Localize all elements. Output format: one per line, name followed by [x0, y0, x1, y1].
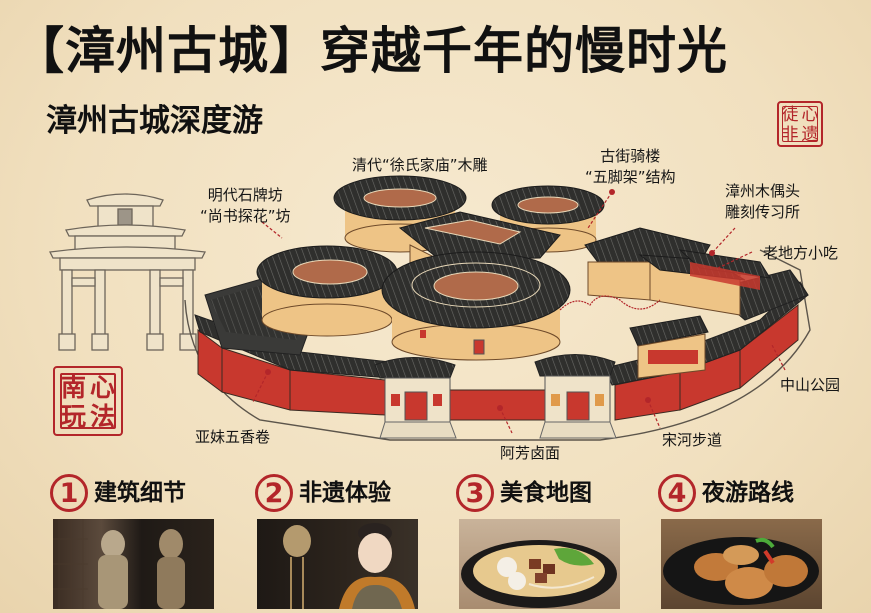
section-architecture[interactable]: 1 建筑细节 — [50, 474, 186, 512]
noodle-bowl-icon — [461, 540, 617, 608]
label-line: 阿芳卤面 — [500, 444, 561, 462]
photo-puppet-heads — [257, 519, 418, 609]
label-line: 老地方小吃 — [763, 244, 839, 262]
puppet-heads-icon — [283, 523, 415, 609]
right-building-cluster — [584, 227, 771, 379]
label-line: 漳州木偶头 — [725, 182, 801, 200]
map-label-old-snacks: 老地方小吃 — [763, 243, 838, 264]
label-line: 古街骑楼 — [600, 147, 661, 165]
map-label-zhongshan-park: 中山公园 — [780, 375, 840, 396]
map-label-ming-archway: 明代石牌坊 “尚书探花”坊 — [200, 185, 291, 227]
label-line: 雕刻传习所 — [725, 203, 801, 221]
number-badge-icon: 3 — [456, 474, 494, 512]
label-line: 亚妹五香卷 — [195, 428, 271, 446]
label-line: “五脚架”结构 — [585, 168, 676, 186]
seal-char: 玩 — [60, 402, 86, 431]
seal-stamp-heritage: 徒 心 非 遗 — [777, 101, 823, 147]
city-wall — [197, 303, 799, 421]
label-line: 中山公园 — [780, 376, 841, 394]
carved-figures-icon — [53, 519, 185, 609]
label-line: 明代石牌坊 — [207, 186, 283, 204]
label-line: 宋河步道 — [662, 431, 723, 449]
tulou-central — [381, 251, 571, 361]
label-line: “尚书探花”坊 — [200, 207, 291, 225]
seal-char: 心 — [89, 373, 115, 402]
seal-char: 南 — [60, 373, 86, 402]
section-label: 建筑细节 — [94, 479, 186, 506]
number-badge-icon: 1 — [50, 474, 88, 512]
section-label: 非遗体验 — [299, 479, 391, 506]
page-title: 【漳州古城】穿越千年的慢时光 — [14, 22, 728, 80]
tulou-front-left — [256, 245, 398, 337]
number-badge-icon: 4 — [658, 474, 696, 512]
map-label-puppet-carving: 漳州木偶头 雕刻传习所 — [725, 181, 800, 223]
page-subtitle: 漳州古城深度游 — [46, 103, 263, 139]
map-label-songhe-walk: 宋河步道 — [662, 430, 722, 451]
section-heritage[interactable]: 2 非遗体验 — [255, 474, 391, 512]
city-gate — [374, 354, 617, 439]
fried-shrimp-icon — [663, 537, 819, 605]
map-label-qilou: 古街骑楼 “五脚架”结构 — [585, 146, 676, 188]
photo-wood-carved-figures — [53, 519, 214, 609]
section-food-map[interactable]: 3 美食地图 — [456, 474, 592, 512]
tulou-back-left — [333, 175, 467, 253]
section-night-tour[interactable]: 4 夜游路线 — [658, 474, 794, 512]
section-label: 夜游路线 — [702, 479, 794, 506]
photo-braised-noodle-claypot — [459, 519, 620, 609]
seal-char: 法 — [89, 402, 115, 431]
leader-lines — [252, 191, 786, 434]
map-label-afang-noodles: 阿芳卤面 — [500, 443, 560, 464]
number-badge-icon: 2 — [255, 474, 293, 512]
seal-stamp-playguide: 南 心 玩 法 — [53, 366, 123, 436]
section-label: 美食地图 — [500, 479, 592, 506]
label-line: 清代“徐氏家庙”木雕 — [352, 156, 488, 174]
map-label-yamei-rolls: 亚妹五香卷 — [195, 427, 270, 448]
map-label-qing-carving: 清代“徐氏家庙”木雕 — [352, 155, 488, 176]
photo-fried-shrimp-platter — [661, 519, 822, 609]
stone-archway-icon — [49, 193, 206, 351]
